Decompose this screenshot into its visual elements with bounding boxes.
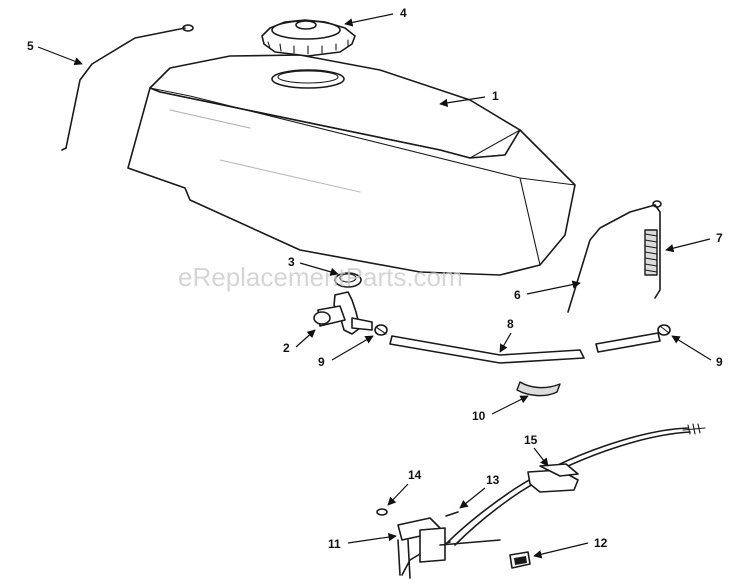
callout-9-right: 9	[671, 335, 723, 369]
callout-10: 10	[472, 395, 529, 423]
callout-label-12: 12	[594, 536, 608, 550]
spring	[644, 229, 658, 276]
callout-label-10: 10	[472, 409, 486, 423]
callout-8: 8	[499, 317, 514, 353]
callout-label-14: 14	[408, 468, 422, 482]
screw	[376, 508, 388, 516]
callout-7: 7	[665, 231, 723, 253]
callout-label-9-left: 9	[318, 355, 325, 369]
shutoff-valve	[313, 291, 373, 335]
callout-4: 4	[344, 6, 407, 27]
callout-2: 2	[283, 329, 316, 355]
throttle-knob	[509, 551, 531, 569]
hose-clamp-left	[374, 324, 388, 336]
callout-label-4: 4	[400, 6, 407, 20]
callout-15: 15	[524, 433, 549, 467]
callout-label-9-right: 9	[716, 355, 723, 369]
callout-3: 3	[288, 255, 339, 276]
cable-bracket	[527, 463, 579, 493]
callout-13: 13	[459, 473, 500, 509]
callout-label-13: 13	[486, 473, 500, 487]
hose-clip	[516, 381, 561, 397]
callout-1: 1	[439, 89, 499, 107]
callout-label-6: 6	[514, 288, 521, 302]
fuel-cap	[261, 19, 356, 57]
callout-9-left: 9	[318, 335, 374, 369]
cotter-pin	[445, 511, 459, 517]
throttle-cable	[401, 423, 706, 576]
callout-label-8: 8	[507, 317, 514, 331]
callout-label-1: 1	[492, 89, 499, 103]
callout-6: 6	[514, 280, 581, 302]
callout-label-3: 3	[288, 255, 295, 269]
callout-11: 11	[328, 532, 397, 551]
callout-label-5: 5	[27, 39, 34, 53]
callout-14: 14	[387, 468, 422, 506]
fuel-hose	[389, 332, 661, 364]
callout-label-7: 7	[716, 231, 723, 245]
callout-label-15: 15	[524, 433, 538, 447]
callout-label-11: 11	[328, 537, 341, 551]
fuel-tank	[127, 54, 576, 276]
tank-strap-rod-left	[61, 24, 194, 151]
control-bracket	[397, 517, 501, 579]
grommet	[334, 272, 362, 288]
hose-clamp-right	[657, 324, 671, 336]
tank-strap-rod-right	[567, 200, 662, 313]
callout-5: 5	[27, 39, 83, 66]
callout-12: 12	[533, 536, 608, 559]
callout-label-2: 2	[283, 341, 290, 355]
watermark-text: eReplacementParts.com	[178, 262, 463, 292]
